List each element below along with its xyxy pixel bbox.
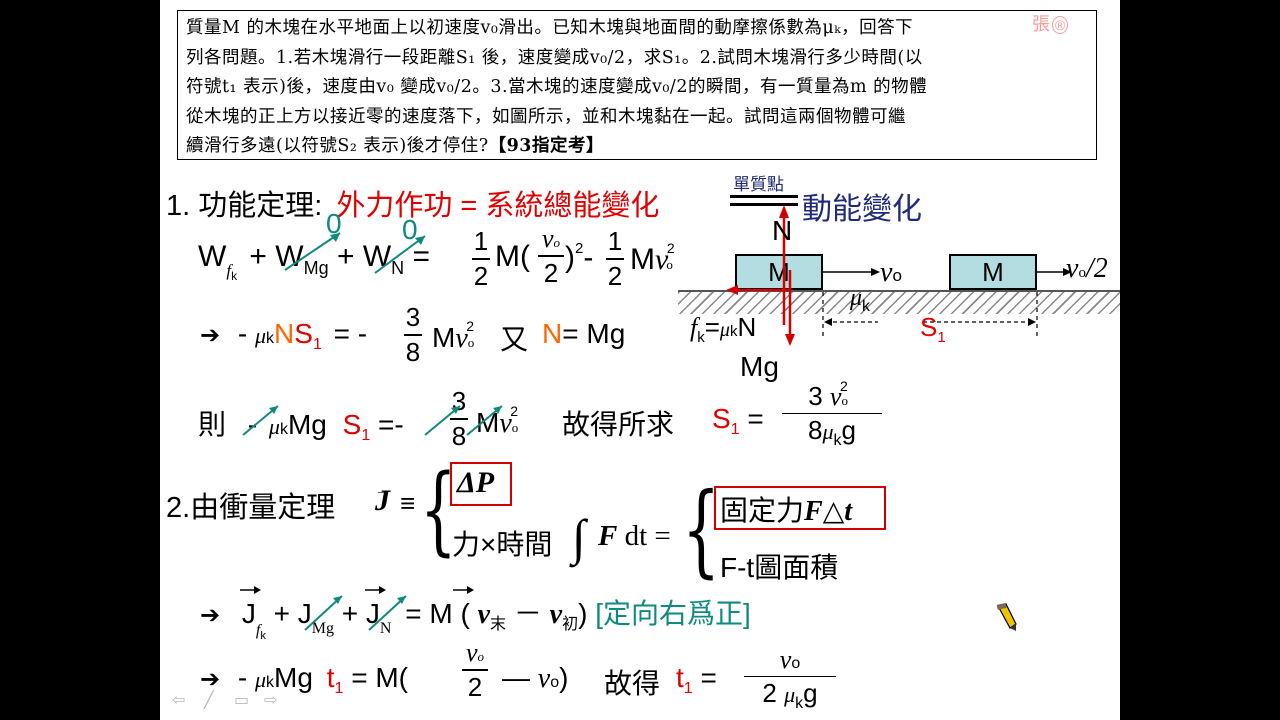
pencil-cursor-icon — [996, 603, 1017, 631]
stamp-text: 張 — [1032, 14, 1050, 34]
integral-sign: ∫ — [572, 509, 586, 565]
big-brace-2: { — [682, 471, 721, 588]
cancel-arrow-jmg — [304, 595, 343, 631]
vector-arrows-eq4 — [240, 586, 474, 594]
normal-force-label: N — [772, 215, 793, 246]
impulse-j: J — [375, 484, 390, 517]
friction-coefficient-label: μk — [850, 285, 871, 315]
j-vector-arrow: → — [375, 482, 389, 498]
next-slide-button[interactable]: ⇨ — [264, 692, 278, 709]
equation-3: 則 - μkMg S1 =- — [198, 409, 404, 444]
zero-label-n: 0 — [402, 214, 418, 245]
m-v0-sq: Mvo2 — [630, 240, 675, 276]
velocity-label-1: vo — [880, 257, 902, 288]
equation-4: ➔ Jfk + JMg + JN = M ( v末 － v初) [定向右爲正] — [200, 598, 751, 642]
m-v0-sq-3: Mvo2 — [476, 403, 519, 439]
n-equals-mg: N= Mg — [542, 318, 626, 349]
problem-line-5: 續滑行多遠(以符號S₂ 表示)後才停住?【93指定考】 — [186, 132, 1088, 162]
m-v0-sq-2: Mvo2 — [432, 318, 475, 354]
source-tag: 【93指定考】 — [488, 136, 604, 156]
pen-tool-button[interactable]: ╱ — [204, 692, 214, 709]
t1-result: t1 = — [676, 662, 717, 697]
cancel-arrow-eq3-b — [424, 405, 461, 436]
integrand: F dt = — [598, 520, 671, 552]
part2-heading: 2.由衝量定理 — [166, 484, 335, 526]
problem-line-5-text: 續滑行多遠(以符號S₂ 表示)後才停住? — [186, 136, 489, 156]
problem-line-1: 質量M 的木塊在水平地面上以初速度v₀滑出。已知木塊與地面間的動摩擦係數為μₖ，… — [186, 18, 914, 38]
weight-label: Mg — [740, 351, 779, 382]
equation-5: ➔ - μkMg t1 = M( — [200, 662, 408, 697]
close-sq: )2- — [565, 240, 594, 274]
equation-2: ➔ - μkNS1 = - — [200, 318, 368, 353]
implies-arrow-3: ➔ — [200, 666, 221, 693]
cancel-arrow-jn — [368, 595, 407, 631]
part1-heading: 1. 功能定理: 外力作功 = 系統總能變化 — [166, 182, 659, 224]
m-paren: M( — [495, 240, 530, 273]
cancel-arrow-eq3-c — [466, 405, 503, 436]
direction-note: [定向右爲正] — [595, 598, 751, 629]
work-energy-rule: 外力作功 = 系統總能變化 — [336, 190, 660, 222]
also-label: 又 — [500, 324, 529, 355]
ground-surface — [678, 290, 1120, 314]
delta-p-box — [450, 462, 512, 506]
part1-title: 功能定理: — [198, 190, 323, 222]
slide-menu-button[interactable]: ▭ — [234, 692, 250, 709]
part2-title: 由衝量定理 — [190, 492, 336, 524]
ft-graph-area: F-t圖面積 — [720, 552, 839, 583]
cancel-arrow-eq3-a — [242, 405, 279, 436]
equiv-symbol: ≡ — [400, 488, 416, 518]
equiv-line-top — [730, 195, 798, 198]
w-n: WN — [362, 240, 405, 278]
part2-number: 2. — [166, 492, 191, 524]
result-label-2: 故得 — [604, 668, 661, 699]
result-label-1: 故得所求 — [562, 409, 675, 440]
displacement-label: S1 — [920, 312, 946, 346]
stamp-icon: 張® — [1032, 10, 1069, 36]
kinetic-energy-change: 動能變化 — [802, 193, 922, 226]
force-diagram-arrows — [726, 205, 1072, 346]
zero-label-mg: 0 — [326, 208, 342, 239]
problem-line-3: 符號t₁ 表示)後，速度由v₀ 變成v₀/2。3.當木塊的速度變成v₀/2的瞬間… — [186, 77, 928, 97]
s1-result: S1 = — [712, 403, 764, 438]
part1-number: 1. — [166, 190, 191, 222]
force-times-time: 力×時間 — [452, 529, 553, 560]
w-fk: Wfk — [198, 240, 238, 283]
delta-p: ΔP — [457, 466, 495, 499]
velocity-label-2: vo/2 — [1066, 253, 1108, 284]
cancel-arrow-mg — [284, 232, 341, 271]
implies-arrow-2: ➔ — [200, 602, 221, 629]
block-2: M — [949, 254, 1037, 290]
constant-force-label: 固定力F△t — [720, 495, 853, 527]
problem-line-4: 從木塊的正上方以接近零的速度落下，如圖所示，並和木塊黏在一起。試問這兩個物體可繼 — [186, 106, 906, 127]
single-particle-note: 單質點 — [733, 175, 784, 194]
slide: 質量M 的木塊在水平地面上以初速度v₀滑出。已知木塊與地面間的動摩擦係數為μₖ，… — [160, 0, 1120, 720]
problem-box: 質量M 的木塊在水平地面上以初速度v₀滑出。已知木塊與地面間的動摩擦係數為μₖ，… — [177, 10, 1097, 160]
friction-force-label: fk=μkN — [690, 312, 757, 346]
prev-slide-button[interactable]: ⇦ — [172, 692, 186, 709]
minus-v0: — vo) — [502, 662, 569, 694]
equiv-line-bottom — [730, 203, 798, 206]
implies-arrow-1: ➔ — [200, 322, 221, 349]
constant-force-box — [714, 486, 886, 530]
problem-line-2: 列各問題。1.若木塊滑行一段距離S₁ 後，速度變成v₀/2，求S₁。2.試問木塊… — [186, 47, 923, 68]
cancel-arrow-n — [374, 235, 426, 274]
